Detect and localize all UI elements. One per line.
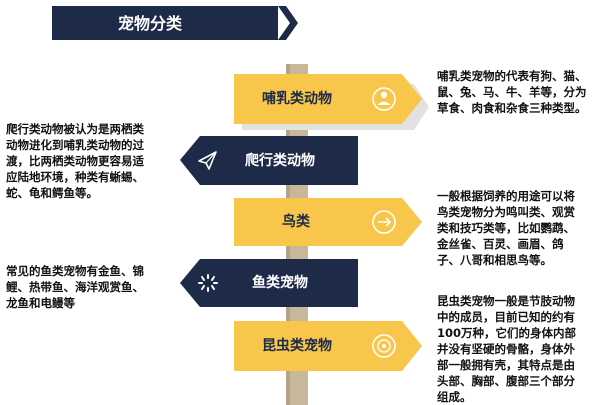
description-fish: 常见的鱼类宠物有金鱼、锦 鲤、热带鱼、海洋观赏鱼、 龙鱼和电鳗等 bbox=[6, 264, 144, 310]
description-insect: 昆虫类宠物一般是节肢动物 中的成员，目前已知的约有 100万种，它们的身体内部 … bbox=[437, 294, 577, 404]
description-bird: 一般根据饲养的用途可以将 鸟类宠物分为鸣叫类、观赏 类和技巧类等，比如鹦鹉、 金… bbox=[437, 189, 575, 267]
person-icon bbox=[372, 87, 396, 111]
sign-insect bbox=[234, 321, 422, 371]
title-banner bbox=[52, 6, 278, 40]
sign-label-reptile: 爬行类动物 bbox=[245, 153, 315, 169]
sign-mammal bbox=[234, 74, 422, 124]
page-title: 宠物分类 bbox=[118, 14, 183, 33]
description-mammal: 哺乳类宠物的代表有狗、猫、 鼠、兔、马、牛、羊等，分为 草食、肉食和杂食三种类型… bbox=[437, 69, 587, 115]
loading-spinner-icon bbox=[198, 274, 218, 292]
description-reptile: 爬行类动物被认为是两栖类 动物进化到哺乳类动物的过 渡，比两栖类动物更容易适 应… bbox=[6, 122, 144, 200]
sign-fish bbox=[180, 259, 358, 307]
sign-label-mammal: 哺乳类动物 bbox=[262, 91, 332, 107]
paper-plane-icon bbox=[198, 151, 217, 170]
arrow-circle-icon bbox=[372, 210, 396, 234]
sign-label-bird: 鸟类 bbox=[282, 214, 310, 230]
sign-bird bbox=[234, 198, 422, 246]
title-banner-arrow bbox=[278, 6, 298, 40]
sign-label-fish: 鱼类宠物 bbox=[252, 275, 308, 291]
sign-label-insect: 昆虫类宠物 bbox=[262, 338, 332, 354]
target-icon bbox=[372, 334, 396, 358]
sign-reptile bbox=[180, 136, 358, 185]
